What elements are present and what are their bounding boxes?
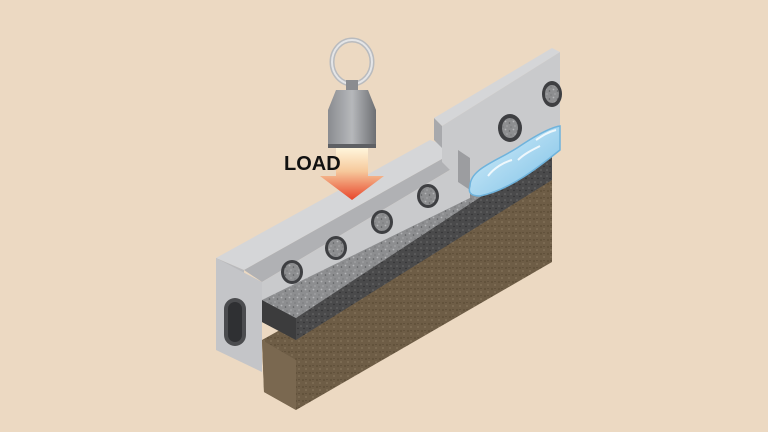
load-weight-icon [328, 40, 376, 148]
load-label: LOAD [284, 153, 341, 175]
